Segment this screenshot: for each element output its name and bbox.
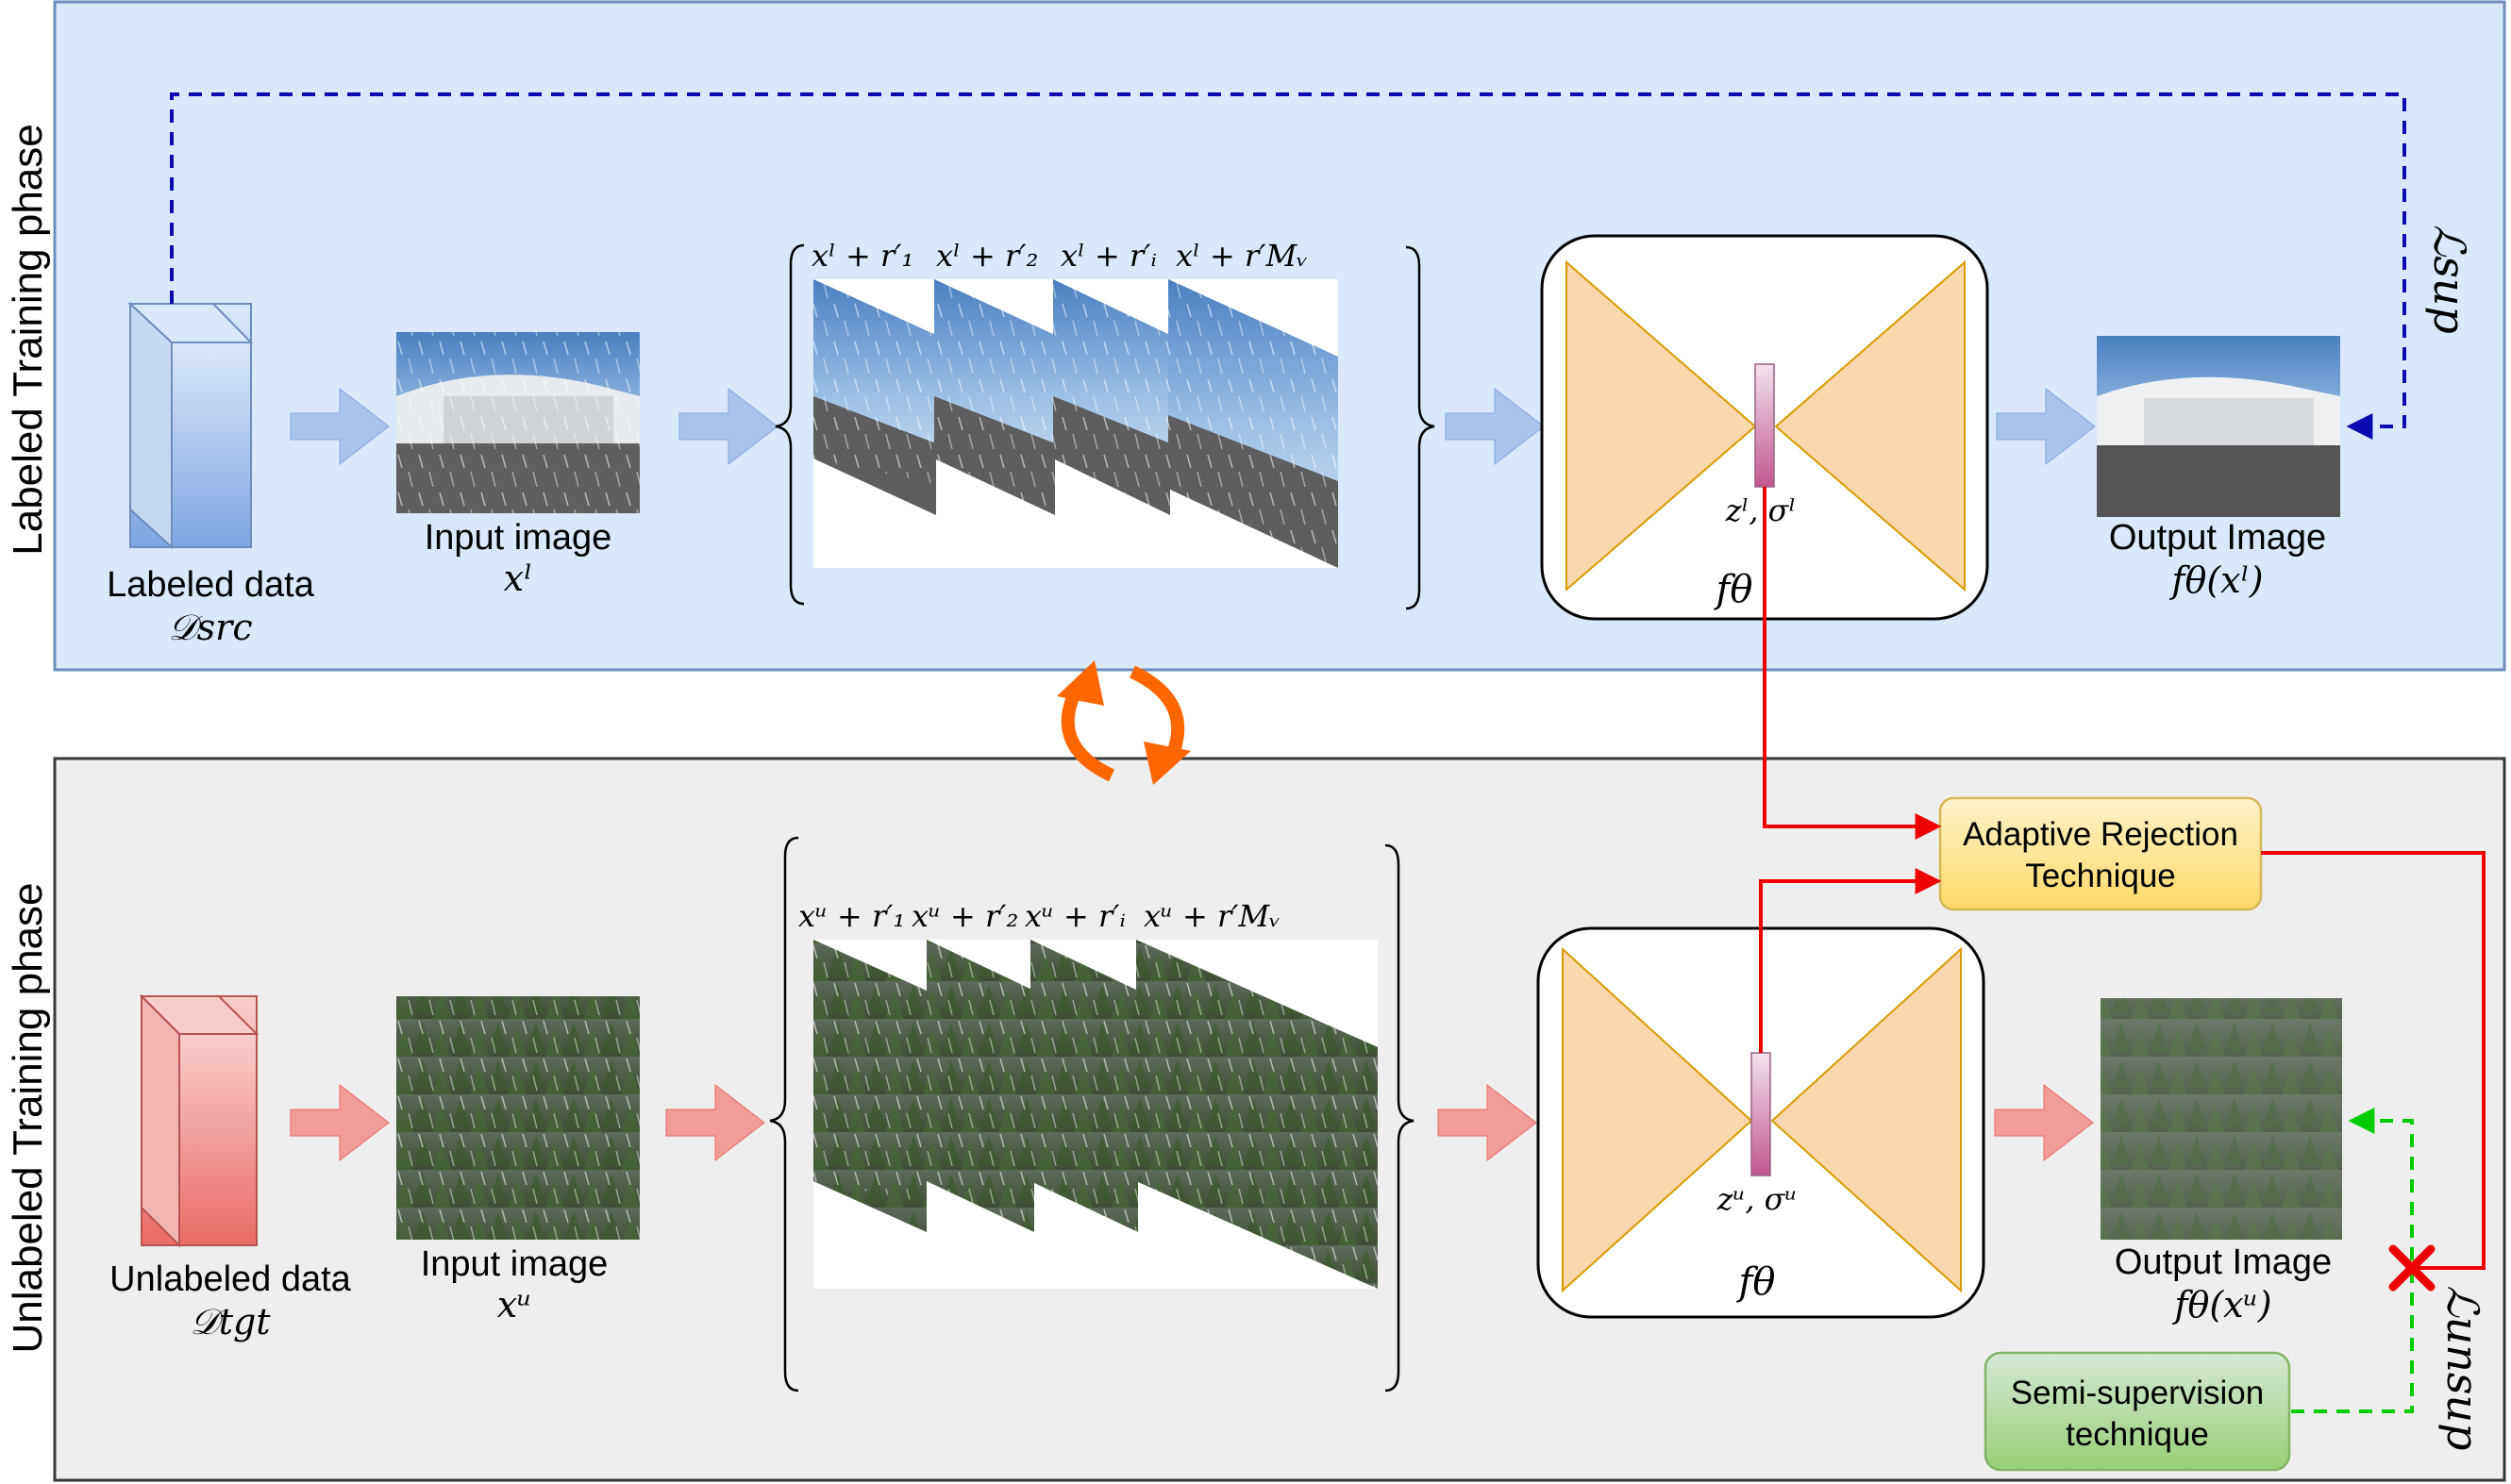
cube-database-icon bbox=[127, 301, 254, 550]
flow-arrow bbox=[678, 387, 778, 466]
labeled-output-symbol: fθ(xˡ) bbox=[2168, 559, 2263, 601]
flow-arrow bbox=[290, 1083, 390, 1162]
augmented-images-stack bbox=[813, 940, 1378, 1289]
labeled-model-block bbox=[1540, 234, 1989, 621]
labeled-data-symbol: 𝒟src bbox=[168, 607, 252, 648]
unlabeled-model-block bbox=[1536, 926, 1985, 1319]
adaptive-rejection-line-2: Technique bbox=[2025, 858, 2176, 894]
labeled-latent-label: zˡ, σˡ bbox=[1725, 492, 1797, 528]
unlabeled-model-label: fθ bbox=[1736, 1260, 1776, 1304]
flow-arrow bbox=[1445, 387, 1545, 466]
red-cross-icon bbox=[2388, 1244, 2436, 1292]
left-bracket bbox=[775, 243, 805, 606]
supervised-loss-path bbox=[170, 92, 2406, 440]
unlabeled-input-symbol: xᵘ bbox=[497, 1284, 532, 1326]
aug-label-m: xᵘ + r′Mᵥ bbox=[1144, 898, 1281, 934]
aug-label-i: xˡ + r′ᵢ bbox=[1061, 238, 1157, 274]
flow-arrow bbox=[290, 387, 390, 466]
unlabeled-input-image bbox=[396, 996, 640, 1240]
aug-label-2: xᵘ + r′₂ bbox=[912, 898, 1018, 934]
flow-arrow bbox=[1996, 387, 2096, 466]
right-bracket bbox=[1384, 843, 1415, 1392]
labeled-output-label: Output Image bbox=[2109, 518, 2326, 558]
aug-label-1: xˡ + r′₁ bbox=[812, 238, 913, 274]
aug-label-1: xᵘ + r′₁ bbox=[798, 898, 905, 934]
unlabeled-input-label: Input image bbox=[421, 1244, 609, 1284]
labeled-model-label: fθ bbox=[1714, 568, 1753, 611]
semi-supervision-box bbox=[1984, 1351, 2291, 1472]
labeled-input-symbol: xˡ bbox=[504, 558, 533, 599]
labeled-latent-to-rejection bbox=[1763, 487, 1942, 840]
unlabeled-data-symbol: 𝒟tgt bbox=[190, 1301, 271, 1342]
semi-supervision-line-2: technique bbox=[2066, 1416, 2209, 1453]
unsupervised-loss-label: ℒunsup bbox=[2437, 1285, 2488, 1450]
unsupervised-loss-path bbox=[2291, 1108, 2414, 1413]
aug-label-2: xˡ + r′₂ bbox=[936, 238, 1038, 274]
unlabeled-data-label: Unlabeled data bbox=[109, 1259, 352, 1299]
unlabeled-phase-title: Unlabeled Training phase bbox=[5, 882, 51, 1353]
unlabeled-output-symbol: fθ(xᵘ) bbox=[2171, 1284, 2271, 1326]
cycle-arrows-icon bbox=[1057, 660, 1191, 785]
adaptive-rejection-line-1: Adaptive Rejection bbox=[1963, 816, 2238, 853]
aug-label-m: xˡ + r′Mᵥ bbox=[1176, 238, 1308, 274]
left-bracket bbox=[769, 836, 799, 1392]
semi-supervision-line-1: Semi-supervision bbox=[2011, 1375, 2264, 1411]
flow-arrow bbox=[1994, 1083, 2094, 1162]
labeled-input-label: Input image bbox=[425, 518, 612, 558]
unlabeled-latent-to-rejection bbox=[1759, 868, 1942, 1053]
labeled-output-image bbox=[2097, 336, 2340, 517]
supervised-loss-label: ℒsup bbox=[2424, 225, 2475, 334]
cube-database-icon bbox=[139, 993, 259, 1248]
right-bracket bbox=[1405, 245, 1435, 610]
labeled-input-image bbox=[396, 332, 640, 513]
rejection-to-loss bbox=[2261, 851, 2486, 1270]
aug-label-i: xᵘ + r′ᵢ bbox=[1025, 898, 1126, 934]
flow-arrow bbox=[665, 1083, 765, 1162]
labeled-data-label: Labeled data bbox=[107, 565, 315, 605]
labeled-phase-title: Labeled Training phase bbox=[5, 124, 51, 555]
unlabeled-output-image bbox=[2101, 998, 2342, 1240]
augmented-images-stack bbox=[813, 279, 1338, 568]
unlabeled-output-label: Output Image bbox=[2115, 1242, 2332, 1282]
unlabeled-latent-label: zᵘ, σᵘ bbox=[1716, 1181, 1798, 1217]
flow-arrow bbox=[1437, 1083, 1537, 1162]
